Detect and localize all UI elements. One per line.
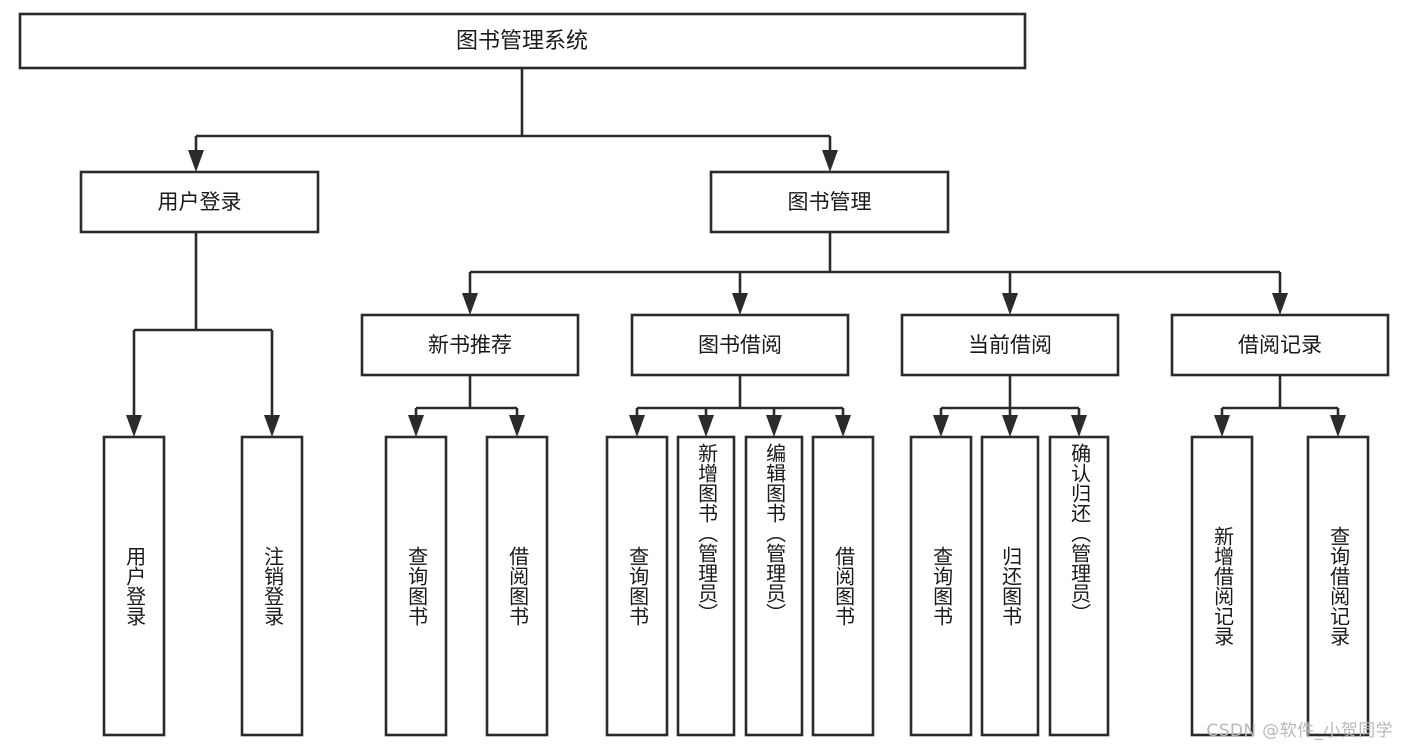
node-root-box[interactable] [18,12,1027,70]
node-user-login[interactable]: 用户登录 [79,170,320,234]
node-borrow-record-box[interactable] [1170,313,1390,377]
arrow-leaf-book-borrow-4 [835,415,851,437]
node-book-borrow-box[interactable] [630,313,850,377]
leaf-box-new-book-1[interactable] [384,435,448,737]
leaf-box-current-borrow-3[interactable] [1048,435,1110,737]
node-root-label: 图书管理系统 [456,29,588,54]
node-borrow-record-label: 借阅记录 [1238,333,1322,357]
node-new-book-recommend-box[interactable] [360,313,580,377]
arrow-leaf-borrow-record-1 [1214,415,1230,437]
arrow-leaf-new-book-1 [408,415,424,437]
node-current-borrow[interactable]: 当前借阅 [900,313,1120,377]
leaf-box-book-borrow-4[interactable] [811,435,875,737]
arrow-leaf-new-book-2 [509,415,525,437]
node-user-login-box[interactable] [79,170,320,234]
arrow-leaf-current-borrow-2 [1002,415,1018,437]
node-book-management-box[interactable] [709,170,950,234]
leaf-box-new-book-2[interactable] [485,435,549,737]
leaf-box-book-borrow-1[interactable] [605,435,669,737]
node-book-management[interactable]: 图书管理 [709,170,950,234]
node-user-login-label: 用户登录 [158,190,242,214]
node-current-borrow-label: 当前借阅 [968,333,1052,357]
leaf-box-book-borrow-3[interactable] [744,435,804,737]
leaf-box-user-login-1[interactable] [102,435,166,737]
arrow-leaf-book-borrow-3 [766,415,782,437]
node-book-management-label: 图书管理 [788,190,872,214]
leaf-box-current-borrow-1[interactable] [909,435,973,737]
arrow-to-user-login [188,150,204,172]
arrow-to-book-mgmt [822,150,838,172]
leaf-box-book-borrow-2[interactable] [676,435,736,737]
node-book-borrow[interactable]: 图书借阅 [630,313,850,377]
leaf-box-borrow-record-2[interactable] [1306,435,1370,737]
arrow-leaf-borrow-record-2 [1330,415,1346,437]
nodes-layer: 图书管理系统 用户登录 图书管理 新书推荐 图书借阅 当前 [18,12,1390,737]
node-root[interactable]: 图书管理系统 [18,12,1027,70]
leaf-box-current-borrow-2[interactable] [980,435,1040,737]
node-new-book-recommend-label: 新书推荐 [428,333,512,357]
arrow-leaf-book-borrow-1 [629,415,645,437]
csdn-watermark: CSDN @软件_小贺同学 [1206,721,1393,741]
node-book-borrow-label: 图书借阅 [698,333,782,357]
arrow-to-current-borrow [1002,293,1018,315]
node-new-book-recommend[interactable]: 新书推荐 [360,313,580,377]
leaf-box-borrow-record-1[interactable] [1190,435,1254,737]
arrow-leaf-user-login-1 [126,415,142,437]
arrow-to-borrow-record [1272,293,1288,315]
node-current-borrow-box[interactable] [900,313,1120,377]
arrow-to-book-borrow [732,293,748,315]
arrow-leaf-user-login-2 [264,415,280,437]
arrow-leaf-current-borrow-1 [933,415,949,437]
connectors-layer [126,68,1346,437]
arrow-to-new-book [462,293,478,315]
arrow-leaf-book-borrow-2 [698,415,714,437]
leaf-box-user-login-2[interactable] [240,435,304,737]
arrow-leaf-current-borrow-3 [1071,415,1087,437]
node-borrow-record[interactable]: 借阅记录 [1170,313,1390,377]
